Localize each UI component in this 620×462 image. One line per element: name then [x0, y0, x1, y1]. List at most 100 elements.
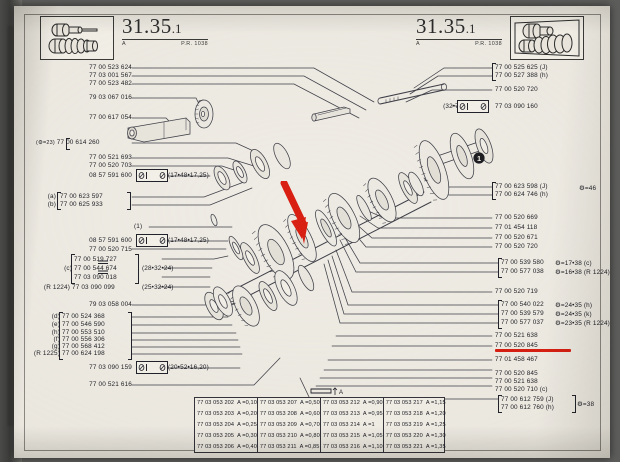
ref-right-15-suffix: ⚙=23•35 (R 1224)	[555, 320, 610, 327]
shim-val: A =0,60	[300, 411, 320, 418]
ref-right-4: 77 00 623 598 (J)	[495, 183, 548, 190]
header-thumbnail-right	[510, 16, 584, 60]
shim-val: A =1,20	[425, 411, 446, 418]
ref-left-4: 77 00 617 054	[89, 114, 132, 121]
ref-left-23: 77 00 568 412	[62, 343, 105, 350]
ref-right-3: 77 03 090 160	[495, 103, 538, 110]
shim-pn: 77 03 053 214	[322, 421, 360, 428]
ref-left-17-prefix: (R 1224)	[43, 284, 70, 291]
ref-right-5: 77 00 624 746 (h)	[495, 191, 549, 198]
ref-left-24-prefix: (R 1225)	[33, 350, 60, 357]
ref-left-8-suffix: (17•48•17,25)	[168, 172, 209, 179]
ref-left-7: 77 00 520 703	[89, 162, 132, 169]
shim-pn: 77 03 053 205	[197, 432, 235, 439]
ref-right-17: 77 00 520 845	[495, 342, 538, 349]
shim-val: A =0,95	[362, 411, 383, 418]
header-right: 31.35.1 A P.R. 1038	[416, 16, 584, 60]
revision-letter-left: A	[122, 41, 126, 47]
ref-right-11-suffix: ⚙=16•38 (R 1224)	[555, 269, 610, 276]
ref-left-5-pn: 77 00 614 260	[56, 139, 100, 146]
shim-symbol-left-8	[136, 169, 168, 182]
ref-left-5-prefix: (⚙=23)	[36, 140, 55, 146]
section-number-left: 31.35.1	[122, 14, 182, 38]
shim-table-header-letter: A	[339, 390, 343, 396]
shim-pn: 77 03 053 202	[197, 400, 235, 407]
ref-left-20: 77 00 546 590	[62, 321, 105, 328]
ref-left-12-suffix: (17•48•17,25)	[168, 237, 209, 244]
ref-left-24: 77 00 624 198	[62, 350, 105, 357]
ref-right-12: 77 00 520 719	[495, 288, 538, 295]
ref-right-13: 77 00 540 022	[501, 301, 544, 308]
ref-left-10-prefix: (b)	[47, 201, 56, 208]
ref-right-21: 77 00 520 710 (c)	[495, 386, 548, 393]
shim-val: A =0,85	[299, 443, 320, 450]
ref-left-22-prefix: (f)	[53, 336, 60, 343]
shim-pn: 77 03 053 203	[197, 411, 235, 418]
ref-left-16: 77 03 090 018	[74, 274, 117, 281]
ref-left-0: 77 00 523 624	[89, 64, 132, 71]
ref-right-22-suffix: ⚙=38	[577, 401, 595, 408]
section-number-right: 31.35.1	[416, 14, 476, 38]
ref-right-19: 77 00 520 845	[495, 370, 538, 377]
shim-pn: 77 03 053 216	[322, 443, 360, 450]
shim-pn: 77 03 053 213	[322, 411, 360, 418]
shim-symbol-left-12	[136, 234, 168, 247]
ref-right-9: 77 00 520 720	[495, 243, 538, 250]
shim-val: A =0,70	[300, 421, 320, 428]
ref-left-9: 77 00 623 597	[60, 193, 103, 200]
shim-val: A =0,40	[237, 443, 257, 450]
ref-left-9-prefix: (a)	[47, 193, 56, 200]
ref-left-13: 77 00 520 715	[89, 246, 132, 253]
ref-right-7: 77 01 454 118	[495, 224, 538, 231]
ref-left-15: 77 00 544 674	[74, 265, 117, 272]
ref-right-16: 77 00 521 638	[495, 332, 538, 339]
shim-val: A =1,05	[362, 432, 383, 439]
ref-right-23: 77 00 612 760 (h)	[501, 404, 555, 411]
ref-left-8: 08 57 591 600	[89, 172, 132, 179]
shim-pn: 77 03 053 204	[197, 421, 235, 428]
ref-left-19-prefix: (d)	[51, 313, 60, 320]
ref-left-18: 79 03 058 004	[89, 301, 132, 308]
ref-left-19: 77 00 524 368	[62, 313, 105, 320]
ref-left-14: 77 00 519 727	[74, 256, 117, 263]
ref-left-17-suffix: (25•32•24)	[142, 284, 174, 291]
ref-right-6: 77 00 520 669	[495, 214, 538, 221]
shim-pn: 77 03 053 220	[385, 432, 423, 439]
shim-table-header-symbol: A	[309, 387, 349, 398]
shim-pn: 77 03 053 217	[385, 400, 423, 407]
shim-pn: 77 03 053 218	[385, 411, 423, 418]
header-left: 31.35.1 A P.R. 1038	[40, 16, 208, 60]
shim-val: A =1,25	[425, 421, 446, 428]
ref-left-11-prefix: (1)	[134, 223, 143, 230]
ref-left-12: 08 57 591 600	[89, 237, 132, 244]
ref-right-11: 77 00 577 038	[501, 268, 544, 275]
ref-right-1: 77 00 527 388 (h)	[495, 72, 549, 79]
shim-val: A =0,10	[237, 400, 257, 407]
shim-pn: 77 03 053 215	[322, 432, 360, 439]
ref-right-14: 77 00 539 579	[501, 310, 544, 317]
ref-left-15-prefix: (c)	[64, 265, 72, 272]
ref-right-13-suffix: ⚙=24•35 (h)	[555, 302, 593, 309]
ref-right-20: 77 00 521 638	[495, 378, 538, 385]
shim-val: A =0,80	[300, 432, 320, 439]
ref-left-10: 77 00 625 933	[60, 201, 103, 208]
